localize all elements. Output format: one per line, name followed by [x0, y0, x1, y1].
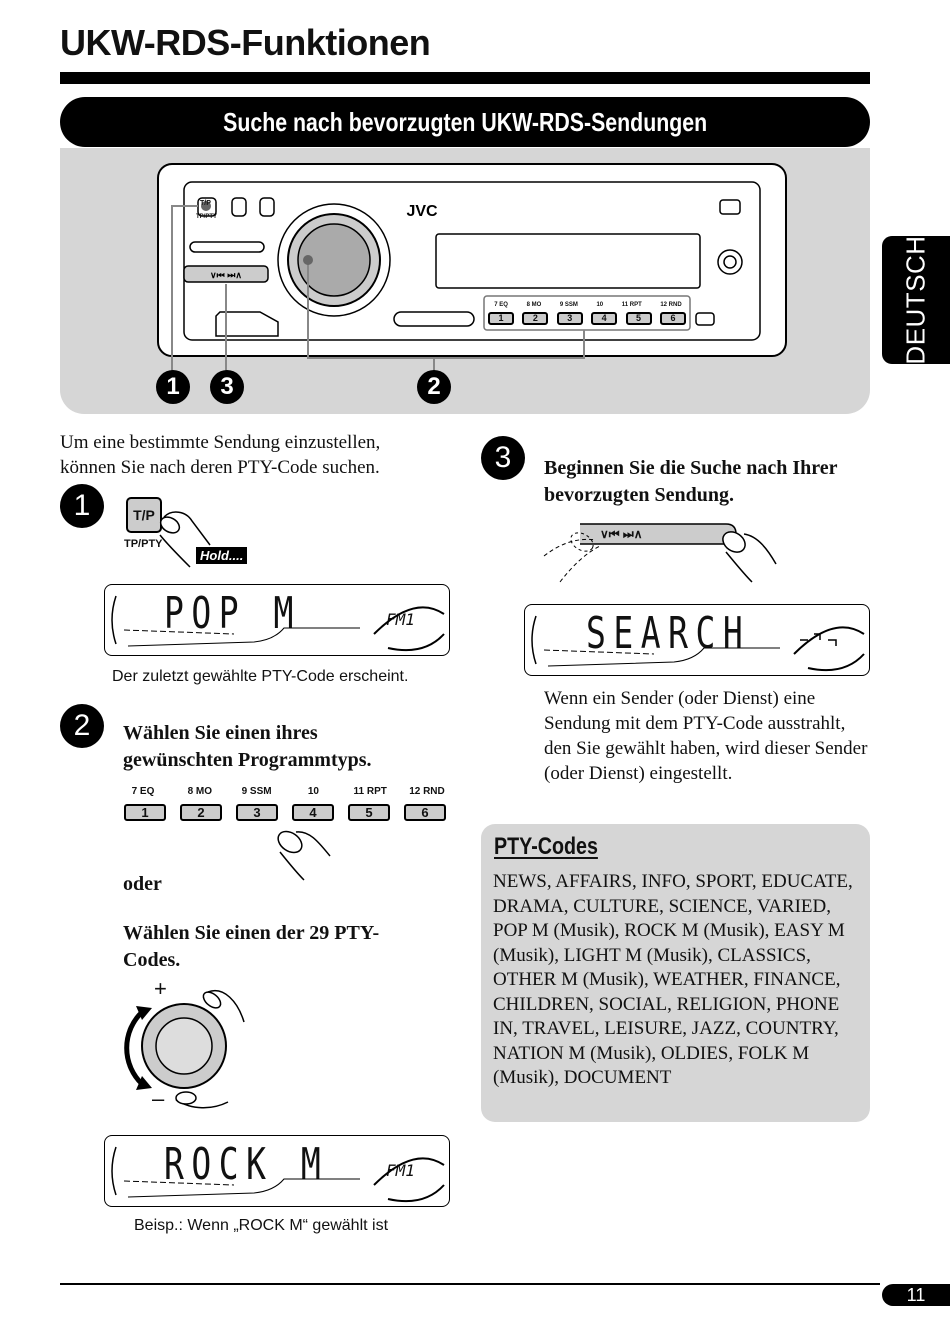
footer-rule: [60, 1283, 880, 1285]
step-3-description: Wenn ein Sender (oder Dienst) eine Sendu…: [544, 688, 868, 784]
device-preset-label: 11 RPT: [621, 302, 642, 308]
device-preset-key: 1: [488, 312, 514, 325]
preset-key-6[interactable]: 6: [404, 804, 446, 821]
minus-label: –: [152, 1086, 165, 1111]
page-title: UKW-RDS-Funktionen: [60, 22, 431, 63]
jvc-logo: JVC: [406, 203, 438, 220]
lcd-decoration: [531, 615, 865, 672]
preset-label: 12 RND: [409, 786, 445, 797]
step-1-number: 1: [60, 484, 104, 528]
preset-key-1[interactable]: 1: [124, 804, 166, 821]
step-2-number: 2: [60, 704, 104, 748]
title-rule: [60, 72, 870, 84]
step-1-caption: Der zuletzt gewählte PTY-Code erscheint.: [112, 668, 409, 685]
tp-button-sublabel: TP/PTY: [124, 538, 163, 550]
step-3-instruction: Beginnen Sie die Suche nach Ihrer bevorz…: [544, 457, 838, 506]
preset-label: 7 EQ: [131, 786, 155, 797]
pty-codes-list: NEWS, AFFAIRS, INFO, SPORT, EDUCATE, DRA…: [493, 871, 853, 1088]
preset-key-4[interactable]: 4: [292, 804, 334, 821]
step-3-number: 3: [481, 436, 525, 480]
device-preset-key: 5: [625, 312, 652, 325]
lcd-display-pop: [104, 584, 450, 656]
seek-button-label[interactable]: ∨⏮ ⏭∧: [600, 527, 643, 541]
finger-press-icon: [277, 830, 331, 881]
device-preset-label: 7 EQ: [494, 302, 508, 308]
preset-label: 9 SSM: [241, 786, 272, 797]
lcd-text: ROCK M: [164, 1139, 329, 1190]
lcd-display-search: [524, 604, 870, 676]
callout-2: 2: [417, 370, 451, 404]
car-radio-illustration: ∨⏮ ⏭∧ JVC: [157, 163, 787, 374]
language-tab: DEUTSCH: [882, 235, 950, 365]
lcd-band: FM1: [386, 610, 415, 629]
hold-label: Hold....: [196, 547, 248, 564]
lcd-text: SEARCH: [586, 608, 751, 659]
preset-key-2[interactable]: 2: [180, 804, 222, 821]
plus-label: +: [154, 976, 167, 1001]
device-preset-key: 6: [659, 312, 686, 325]
tp-button-sublabel: TP/PTY: [196, 214, 218, 220]
step-2-instruction: Wählen Sie einen ihres gewünschten Progr…: [123, 722, 372, 771]
page-number: 11: [882, 1284, 950, 1306]
preset-label: 8 MO: [187, 786, 213, 797]
section-banner: Suche nach bevorzugten UKW-RDS-Sendungen: [60, 97, 870, 147]
lcd-display-rock: [104, 1135, 450, 1207]
callout-3: 3: [210, 370, 244, 404]
device-preset-label: 8 MO: [526, 302, 542, 308]
device-preset-key: 2: [522, 312, 549, 325]
tp-button[interactable]: T/P: [126, 497, 162, 533]
lcd-decoration: [111, 1146, 445, 1203]
preset-key-3[interactable]: 3: [236, 804, 278, 821]
step-2-caption: Beisp.: Wenn „ROCK M“ gewählt ist: [134, 1217, 389, 1234]
language-tab-label: DEUTSCH: [900, 235, 931, 365]
lcd-text: POP M: [164, 588, 301, 639]
step-2-alt-instruction: Wählen Sie einen der 29 PTY-Codes.: [123, 922, 380, 971]
preset-label: 11 RPT: [353, 786, 387, 797]
lcd-band: FM1: [386, 1161, 415, 1180]
device-preset-key: 4: [591, 312, 618, 325]
pty-codes-title: PTY-Codes: [494, 833, 598, 860]
preset-label: 10: [307, 786, 319, 797]
device-preset-label: 10: [596, 302, 604, 308]
pty-codes-box: [481, 824, 870, 1122]
tp-button-label: T/P: [200, 200, 211, 207]
device-preset-labels: 7 EQ 8 MO 9 SSM 10 11 RPT 12 RND: [485, 302, 691, 308]
device-preset-label: 9 SSM: [559, 302, 578, 308]
lcd-decoration: [111, 595, 445, 652]
section-title: Suche nach bevorzugten UKW-RDS-Sendungen: [222, 107, 708, 137]
seek-button-press-icon: [543, 523, 777, 583]
or-label: oder: [123, 873, 162, 895]
preset-key-5[interactable]: 5: [348, 804, 390, 821]
finger-press-icon: [159, 511, 211, 568]
preset-key-row: 1 2 3 4 5 6: [124, 804, 446, 821]
intro-text: Um eine bestimmte Sendung einzustellen, …: [60, 432, 381, 478]
device-preset-key: 3: [556, 312, 583, 325]
preset-label-row: 7 EQ 8 MO 9 SSM 10 11 RPT 12 RND: [118, 786, 452, 797]
device-preset-keys: 1 2 3 4 5 6: [488, 312, 686, 325]
control-dial-icon: [124, 990, 245, 1109]
callout-1: 1: [156, 370, 190, 404]
device-preset-label: 12 RND: [660, 302, 682, 308]
seek-button-label: ∨⏮ ⏭∧: [210, 270, 242, 280]
